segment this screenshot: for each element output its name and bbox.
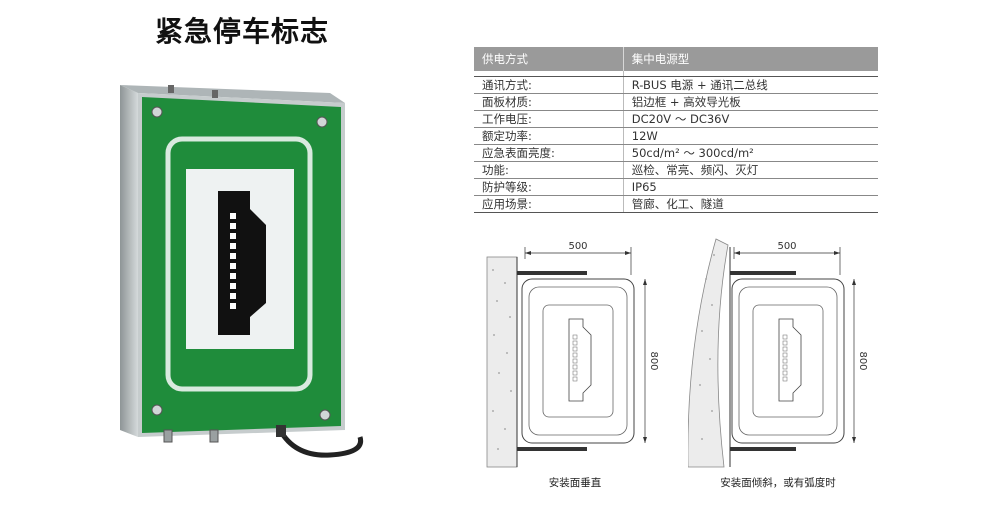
spec-value: 巡检、常亮、频闪、灭灯: [622, 161, 878, 179]
spec-label: 应用场景:: [474, 195, 624, 213]
install-diagram-inclined: 500 800 安装面倾斜，或有弧度时: [688, 235, 868, 495]
diagram-caption: 安装面倾斜，或有弧度时: [720, 477, 836, 489]
spec-header-label: 供电方式: [474, 47, 624, 71]
install-drawing: 500 800: [688, 238, 868, 468]
spec-label: 工作电压:: [474, 110, 624, 128]
install-drawing: 500 800: [486, 241, 659, 468]
table-row: 防护等级: IP65: [474, 178, 878, 196]
diagram-caption: 安装面垂直: [548, 477, 602, 489]
spec-value: DC20V ～ DC36V: [622, 110, 878, 128]
spec-label: 额定功率:: [474, 127, 624, 145]
spec-label: 防护等级:: [474, 178, 624, 196]
spec-header-value: 集中电源型: [622, 47, 878, 71]
emergency-parking-sign-image: [120, 85, 364, 458]
spec-value: R-BUS 电源 + 通讯二总线: [622, 76, 878, 94]
install-diagram-vertical: 500 800 安装面垂直: [485, 235, 665, 495]
table-row: 额定功率: 12W: [474, 127, 878, 145]
spec-label: 通讯方式:: [474, 76, 624, 94]
spec-value: 12W: [622, 127, 878, 145]
table-row: 通讯方式: R-BUS 电源 + 通讯二总线: [474, 76, 878, 94]
height-label: 800: [857, 351, 868, 370]
spec-label: 应急表面亮度:: [474, 144, 624, 162]
table-row: 工作电压: DC20V ～ DC36V: [474, 110, 878, 128]
table-row: 应急表面亮度: 50cd/m² ～ 300cd/m²: [474, 144, 878, 162]
spec-label: 功能:: [474, 161, 624, 179]
spec-value: 铝边框 + 高效导光板: [622, 93, 878, 111]
page-title: 紧急停车标志: [155, 15, 330, 48]
table-row: 应用场景: 管廊、化工、隧道: [474, 195, 878, 213]
spec-value: 50cd/m² ～ 300cd/m²: [622, 144, 878, 162]
height-label: 800: [648, 351, 659, 370]
table-row: 功能: 巡检、常亮、频闪、灭灯: [474, 161, 878, 179]
spec-value: 管廊、化工、隧道: [622, 195, 878, 213]
spec-value: IP65: [622, 178, 878, 196]
width-label: 500: [568, 241, 587, 252]
spec-label: 面板材质:: [474, 93, 624, 111]
table-row: 面板材质: 铝边框 + 高效导光板: [474, 93, 878, 111]
spec-table: 供电方式 集中电源型 通讯方式: R-BUS 电源 + 通讯二总线 面板材质: …: [474, 47, 878, 213]
width-label: 500: [777, 241, 796, 252]
spec-table-header: 供电方式 集中电源型: [474, 47, 878, 71]
